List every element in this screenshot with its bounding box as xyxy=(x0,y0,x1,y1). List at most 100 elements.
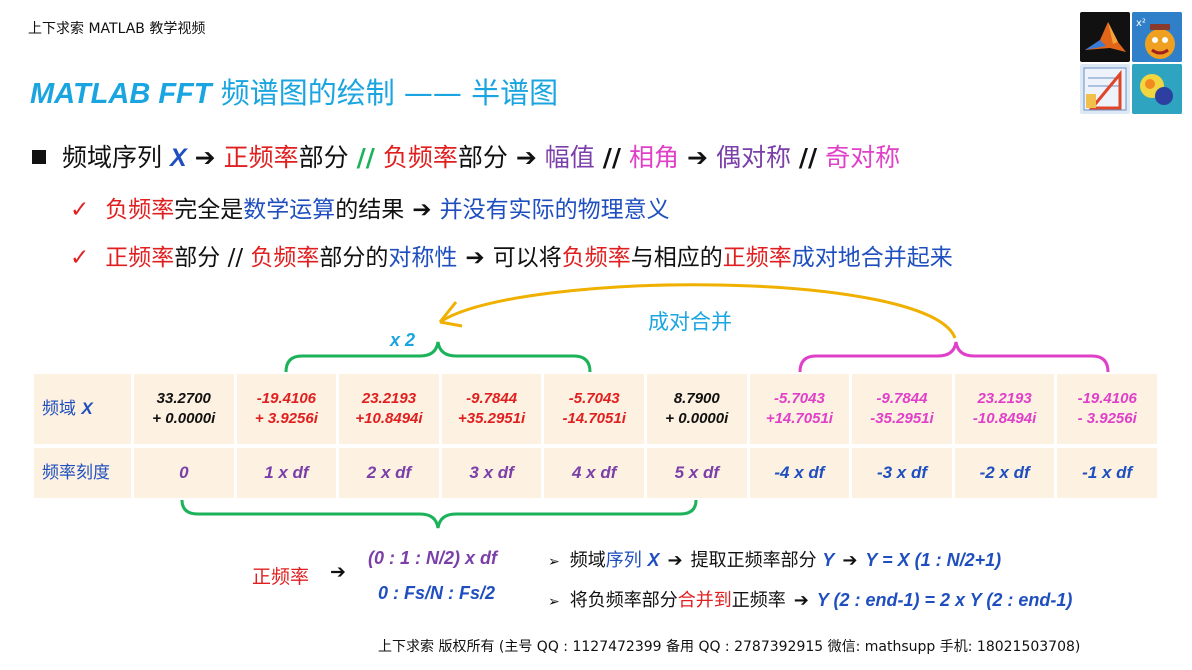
text: 成对地合并起来 xyxy=(791,245,953,271)
freq-cell: 5 x df xyxy=(647,448,750,498)
freq-cell: 2 x df xyxy=(339,448,442,498)
value-imag: + 0.0000i xyxy=(665,410,729,427)
heatmap-icon xyxy=(1132,64,1182,114)
value-imag: -35.2951i xyxy=(870,410,934,427)
freq-label: 0 xyxy=(179,463,189,482)
var-x: X xyxy=(169,144,187,172)
text: 序列 xyxy=(605,550,642,571)
value-cell: -5.7043 +14.7051i xyxy=(750,374,853,444)
value-cell: -19.4106+ 3.9256i xyxy=(237,374,340,444)
value-cell: -9.7844 +35.2951i xyxy=(442,374,545,444)
green-top-brace xyxy=(284,341,592,373)
value-real: -5.7043 xyxy=(773,390,825,407)
freq-cell: -4 x df xyxy=(750,448,853,498)
text: 部分 xyxy=(298,143,349,172)
text: 与相应的 xyxy=(630,245,723,271)
text: // xyxy=(356,143,375,172)
text: X xyxy=(647,550,660,570)
bullet-line-3: ✓正频率部分 // 负频率部分的对称性➔可以将负频率与相应的正频率成对地合并起来 xyxy=(70,238,953,272)
value-imag: + 3.9256i xyxy=(254,410,318,427)
value-imag: + 0.0000i xyxy=(152,410,216,427)
row-header-var: X xyxy=(81,399,93,418)
text: 奇对称 xyxy=(825,143,901,172)
positive-frequency-label: 正频率 xyxy=(252,566,310,588)
freq-cell: 0 xyxy=(134,448,237,498)
value-cell: 23.2193+10.8494i xyxy=(339,374,442,444)
text: 部分 xyxy=(457,143,508,172)
value-real: -5.7043 xyxy=(568,390,620,407)
triangle-bullet-icon: ➢ xyxy=(548,594,560,610)
text: 相角 xyxy=(628,143,679,172)
text: Y xyxy=(822,550,835,570)
footer-copyright: 上下求索 版权所有 (主号 QQ : 1127472399 备用 QQ : 27… xyxy=(378,639,1081,655)
text: 合并到 xyxy=(677,590,732,611)
value-cell: -5.7043 -14.7051i xyxy=(544,374,647,444)
value-real: -9.7844 xyxy=(466,390,518,407)
freq-label: 3 x df xyxy=(469,463,514,482)
fft-table: 频域 X 频率刻度 33.2700 + 0.0000i -19.4106+ 3.9256… xyxy=(34,374,1160,498)
slide-title: MATLAB FFT 频谱图的绘制 —— 半谱图 xyxy=(30,70,558,112)
step-2: ➢将负频率部分合并到正频率➔Y (2 : end-1) = 2 x Y (2 :… xyxy=(548,586,1072,612)
green-bottom-brace xyxy=(180,499,698,529)
value-real: 33.2700 xyxy=(156,390,211,407)
value-cell: 23.2193-10.8494i xyxy=(955,374,1058,444)
value-imag: -10.8494i xyxy=(972,410,1037,427)
freq-cell: 3 x df xyxy=(442,448,545,498)
arrow-icon: ➔ xyxy=(515,143,537,172)
text: 负频率 xyxy=(382,143,458,172)
arrow-icon: ➔ xyxy=(687,143,708,172)
freq-label: -4 x df xyxy=(774,463,825,482)
header-note: 上下求索 MATLAB 教学视频 xyxy=(28,21,206,37)
magenta-top-brace xyxy=(798,341,1110,373)
square-bullet-icon xyxy=(32,150,46,164)
freq-label: -1 x df xyxy=(1082,463,1133,482)
text: 幅值 xyxy=(544,143,595,172)
freq-cell: -1 x df xyxy=(1057,448,1160,498)
value-cell: 33.2700 + 0.0000i xyxy=(134,374,237,444)
text: 部分的 xyxy=(319,245,389,271)
text: 的结果 xyxy=(335,197,405,223)
row-header-label: 频域 xyxy=(42,399,76,419)
octave-logo-icon: x² xyxy=(1132,12,1182,62)
text: 负频率 xyxy=(105,197,175,223)
text: 对称性 xyxy=(388,245,458,271)
row-header-label: 频率刻度 xyxy=(42,463,110,483)
text: 数学运算 xyxy=(243,197,336,223)
value-imag: - 3.9256i xyxy=(1077,410,1137,427)
text: 频域 xyxy=(569,550,606,571)
freq-formula-2: 0 : Fs/N : Fs/2 xyxy=(378,583,496,603)
freq-label: -3 x df xyxy=(876,463,928,482)
row-header-text: 频域 X xyxy=(42,399,93,419)
text: 部分 // xyxy=(174,245,251,271)
value-cell: -9.7844 -35.2951i xyxy=(852,374,955,444)
bullet-line-2: ✓负频率完全是数学运算的结果➔并没有实际的物理意义 xyxy=(70,190,670,224)
text: 正频率 xyxy=(722,245,792,271)
text: 负频率 xyxy=(250,245,320,271)
text: 提取正频率部分 xyxy=(690,550,817,571)
arrow-icon: ➔ xyxy=(842,550,858,571)
arrow-icon: ➔ xyxy=(194,143,216,172)
freq-label: 5 x df xyxy=(674,463,719,482)
text: 可以将 xyxy=(492,245,562,271)
value-imag: +14.7051i xyxy=(765,410,833,427)
freq-label: -2 x df xyxy=(979,463,1030,482)
freq-cell: -2 x df xyxy=(955,448,1058,498)
text: Y = X (1 : N/2+1) xyxy=(865,550,1002,570)
text: Y (2 : end-1) = 2 x Y (2 : end-1) xyxy=(816,590,1073,610)
freq-label: 1 x df xyxy=(264,463,309,482)
freq-cell: -3 x df xyxy=(852,448,955,498)
bullet-line-1: 频域序列 X➔正频率部分 // 负频率部分➔幅值 // 相角➔偶对称 // 奇对… xyxy=(32,138,900,174)
value-imag: -14.7051i xyxy=(562,410,626,427)
value-real: -9.7844 xyxy=(876,390,928,407)
freq-formula-1: (0 : 1 : N/2) x df xyxy=(368,548,498,568)
matlab-logo-icon xyxy=(1080,12,1130,62)
arrow-icon: ➔ xyxy=(667,550,683,571)
drafting-tools-icon xyxy=(1080,64,1130,114)
freq-cell: 1 x df xyxy=(237,448,340,498)
svg-text:x²: x² xyxy=(1136,18,1146,29)
arrow-icon: ➔ xyxy=(412,197,432,223)
value-imag: +35.2951i xyxy=(458,410,526,427)
step-1: ➢频域序列 X➔提取正频率部分 Y➔Y = X (1 : N/2+1) xyxy=(548,546,1001,572)
text: 负频率 xyxy=(561,245,631,271)
row-separator xyxy=(34,444,1160,448)
